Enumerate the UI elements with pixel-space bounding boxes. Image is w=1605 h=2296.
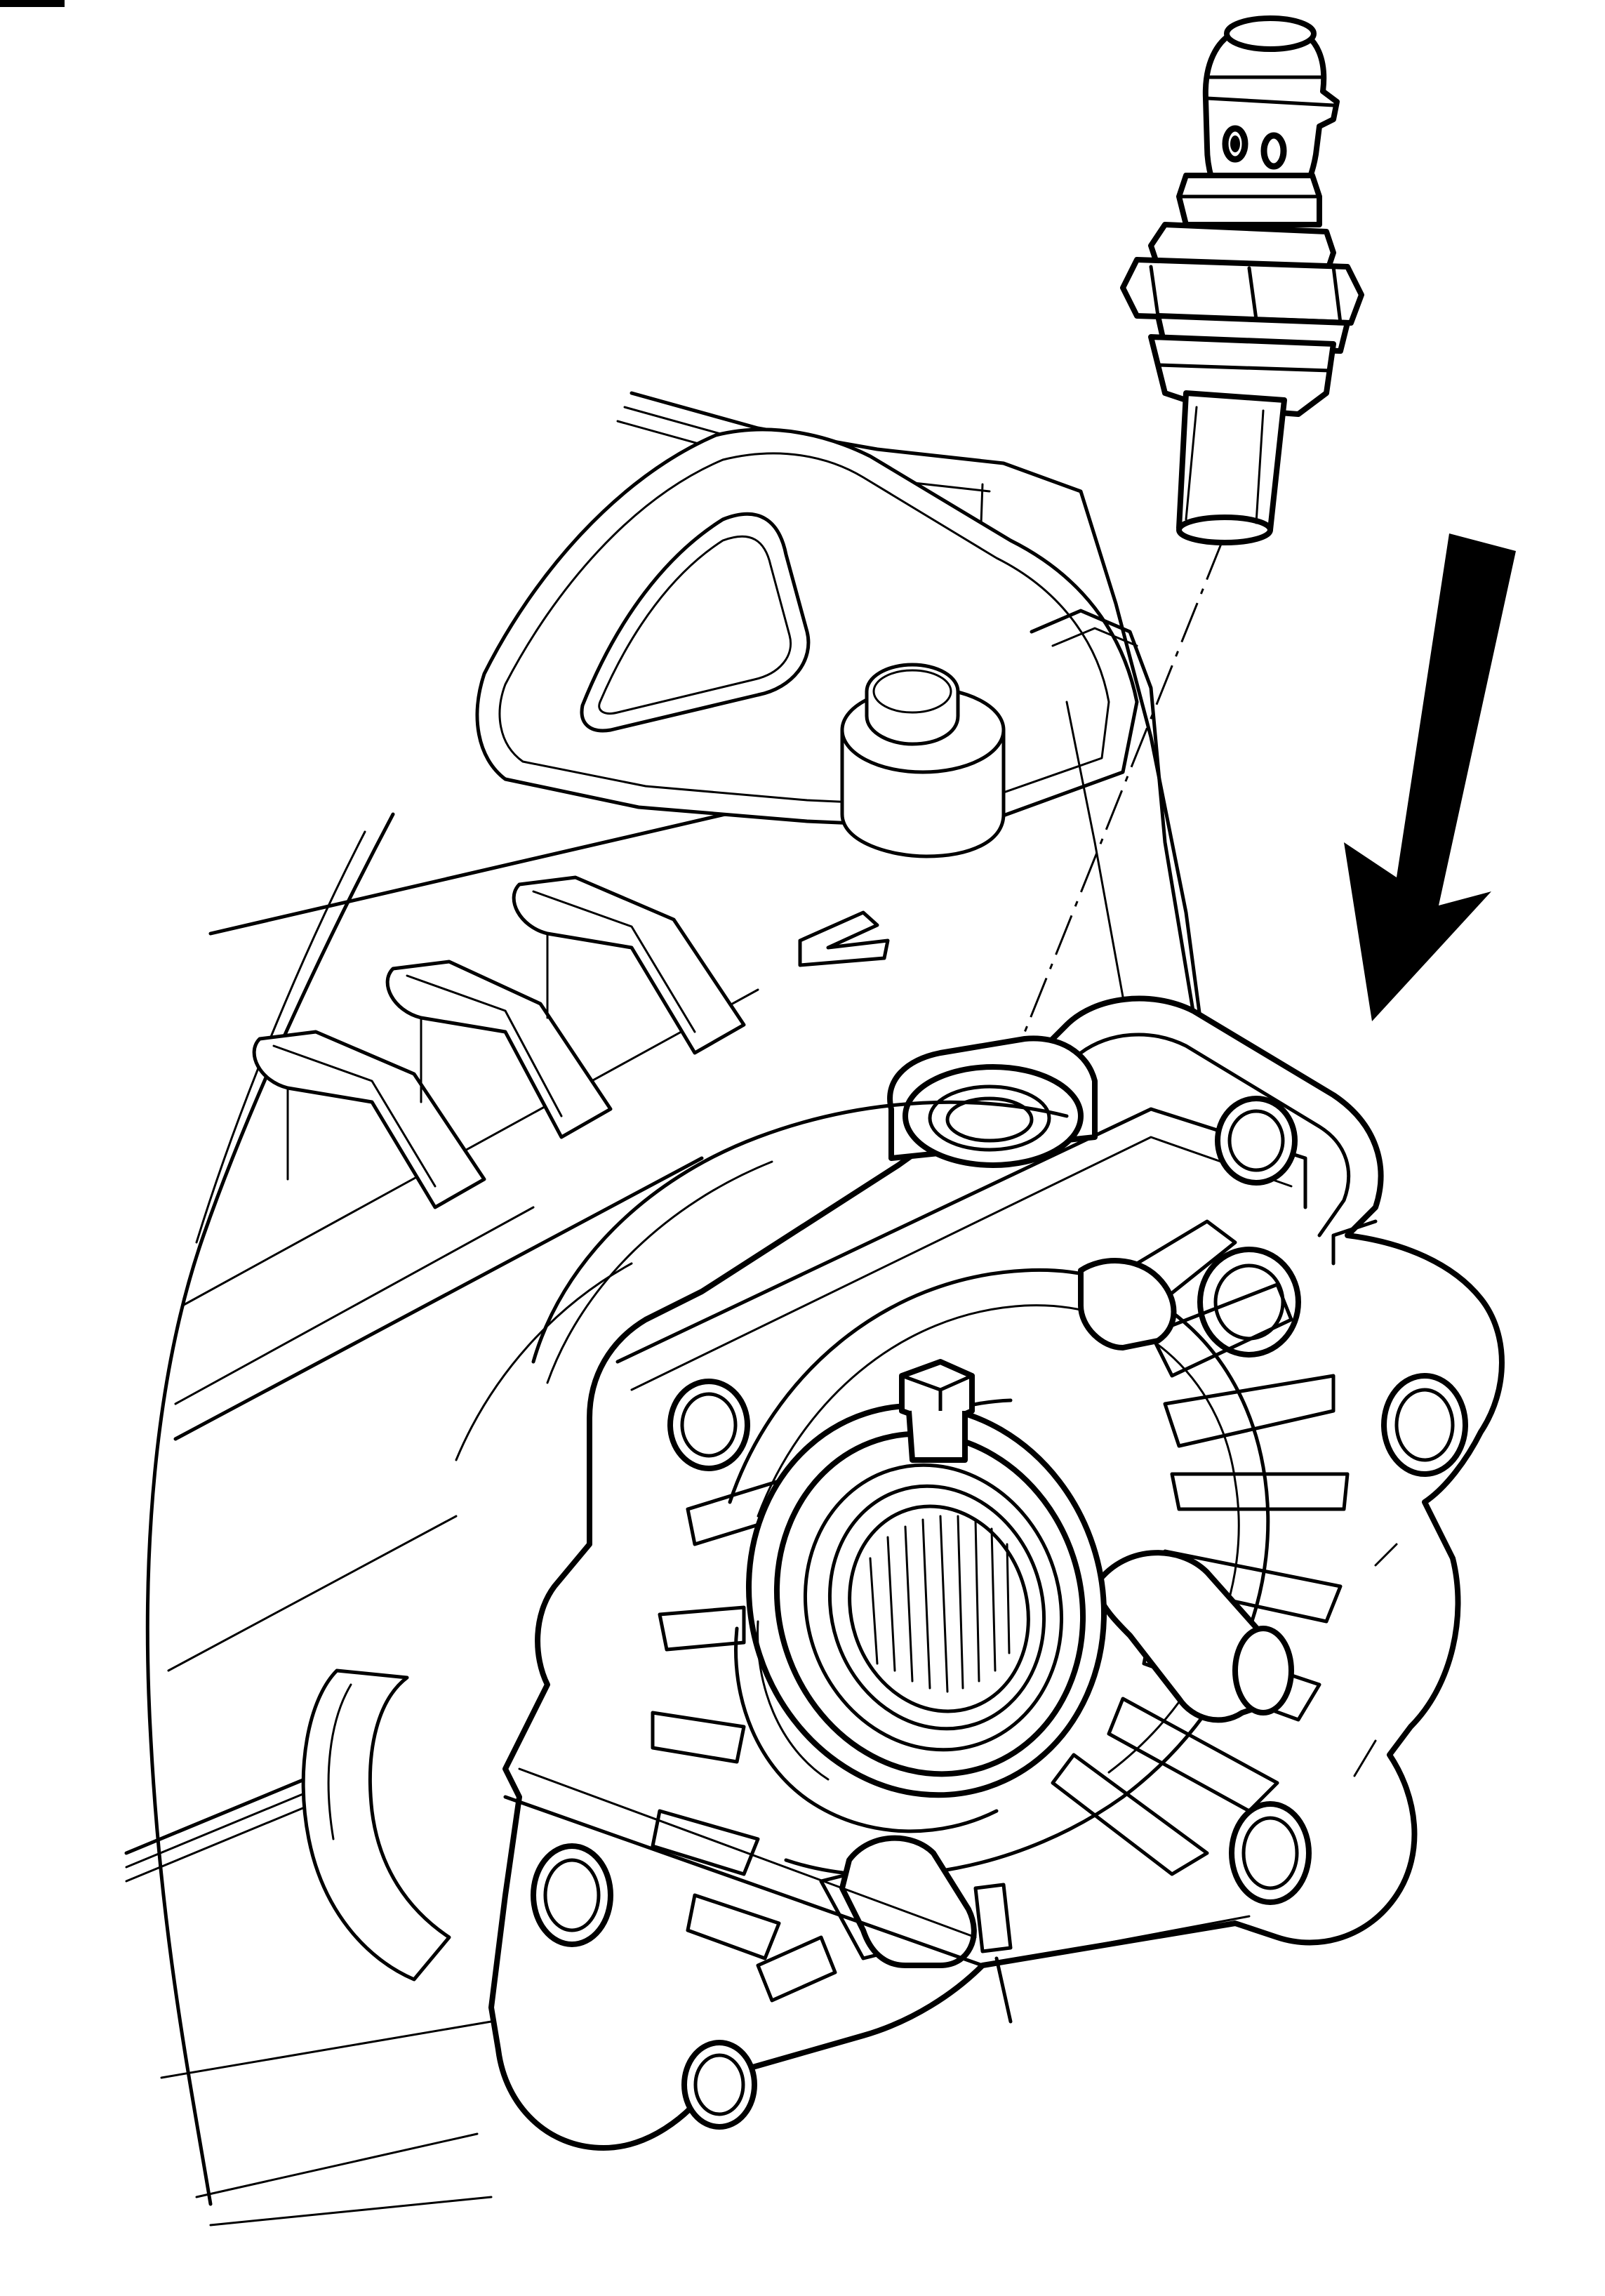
flow-direction-arrow [798, 910, 890, 967]
sensor [1120, 15, 1364, 545]
housing-clips [252, 875, 746, 1209]
output-shaft-seal [734, 1402, 1107, 1833]
corner-mark [0, 0, 65, 7]
hex-bolt [899, 1359, 975, 1463]
gear-housing [124, 391, 1202, 2227]
bolt-holes [531, 1096, 1468, 2130]
installation-centerline [988, 540, 1224, 1120]
motion-arrow-icon [1344, 533, 1516, 1021]
spline-teeth [869, 1515, 1011, 1693]
bearing-cover [455, 995, 1505, 2151]
